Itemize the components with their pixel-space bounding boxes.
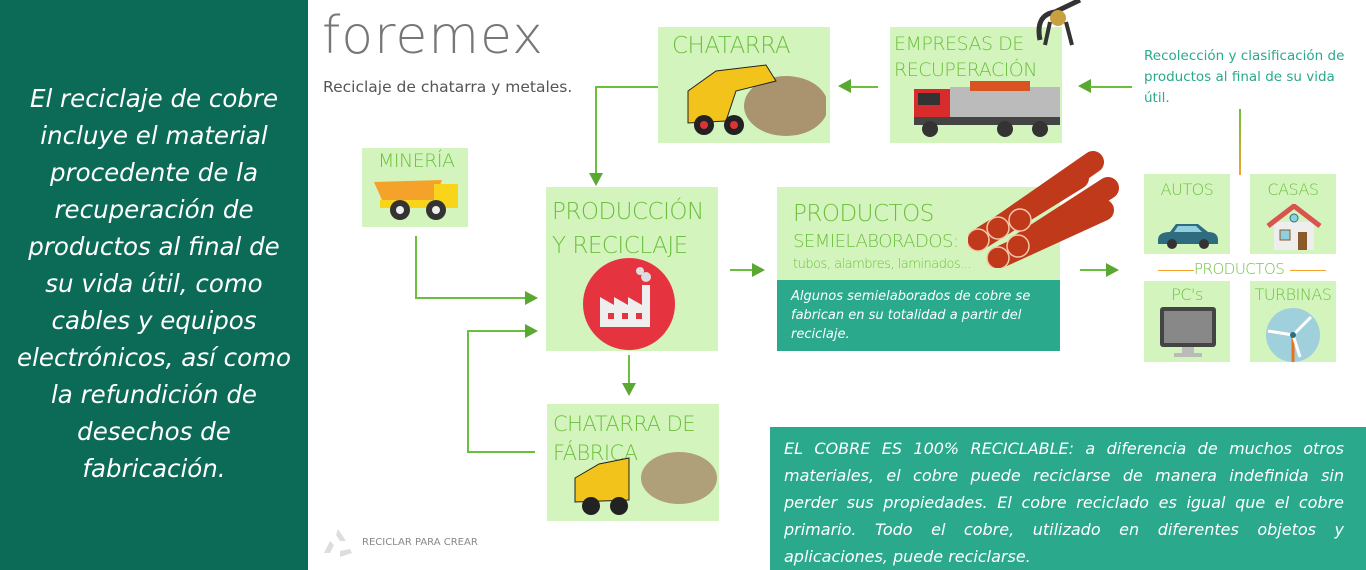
produccion-line2: Y RECICLAJE [552,233,688,259]
produccion-line1: PRODUCCIÓN [552,199,704,225]
arrow-down-icon [622,383,636,396]
connector [595,86,597,176]
casas-label: CASAS [1267,180,1319,199]
logo: foremex [322,6,544,66]
crane-claw-icon [1036,0,1082,46]
divider [1290,270,1326,271]
car-icon [1158,224,1218,249]
logo-tagline: Reciclaje de chatarra y metales. [323,78,573,96]
dump-truck-icon [374,180,458,220]
intro-panel: El reciclaje de cobre incluye el materia… [0,0,308,570]
connector [467,451,535,453]
pcs-label: PC's [1171,285,1203,304]
chatarra-box: CHATARRA [658,27,830,143]
connector [467,330,469,452]
product-pcs: PC's [1144,281,1230,362]
connector [595,86,658,88]
arrow-down-icon [589,173,603,186]
connector [467,330,525,332]
productos-label: PRODUCTOS [793,201,934,227]
connector [1239,109,1241,175]
monitor-icon [1160,307,1216,357]
empresas-line2: RECUPERACIÓN [894,59,1037,81]
arrow-left-icon [838,79,851,93]
mineria-box: MINERÍA [362,148,468,227]
product-turbinas: TURBINAS [1250,281,1336,362]
recoleccion-text: Recolección y clasificación de productos… [1144,48,1345,106]
productos-semielaborados-box: PRODUCTOS SEMIELABORADOS: tubos, alambre… [777,187,1060,280]
wind-turbine-icon [1266,308,1320,362]
autos-label: AUTOS [1160,180,1214,199]
empresas-box: EMPRESAS DE RECUPERACIÓN [890,27,1062,143]
chatarra-fabrica-line1: CHATARRA DE [553,412,696,436]
truck-icon [914,81,1060,137]
arrow-right-icon [525,324,538,338]
produccion-box: PRODUCCIÓN Y RECICLAJE [546,187,718,351]
connector [730,269,752,271]
connector [415,236,417,298]
semielaborados-label: SEMIELABORADOS: [793,231,959,252]
connector [1080,269,1106,271]
connector [850,86,878,88]
empresas-line1: EMPRESAS DE [894,33,1024,55]
skid-loader-icon [687,64,826,136]
recycle-icon [324,529,352,557]
divider [1158,270,1194,271]
recycle-tagline: RECICLAR PARA CREAR [362,537,478,548]
turbinas-label: TURBINAS [1254,285,1332,304]
productos-title: PRODUCTOS [1194,260,1285,278]
arrow-right-icon [525,291,538,305]
chatarra-label: CHATARRA [672,33,791,59]
copper-pipes-icon [968,151,1119,268]
factory-icon [583,258,675,350]
product-casas: CASAS [1250,174,1336,254]
reciclable-note: EL COBRE ES 100% RECICLABLE: a diferenci… [770,427,1366,570]
skid-loader-icon [574,452,717,515]
mineria-label: MINERÍA [378,150,455,172]
product-autos: AUTOS [1144,174,1230,254]
empresas-label: EMPRESAS DE RECUPERACIÓN [894,31,1037,83]
semielaborados-note: Algunos semielaborados de cobre se fabri… [777,280,1060,351]
produccion-label: PRODUCCIÓN Y RECICLAJE [552,195,704,263]
arrow-right-icon [1106,263,1119,277]
arrow-left-icon [1078,79,1091,93]
connector [628,355,630,385]
arrow-right-icon [752,263,765,277]
intro-text: El reciclaje de cobre incluye el materia… [17,84,291,483]
connector [415,297,525,299]
house-icon [1266,204,1322,250]
semielaborados-examples: tubos, alambres, laminados... [793,257,972,272]
connector [1090,86,1132,88]
